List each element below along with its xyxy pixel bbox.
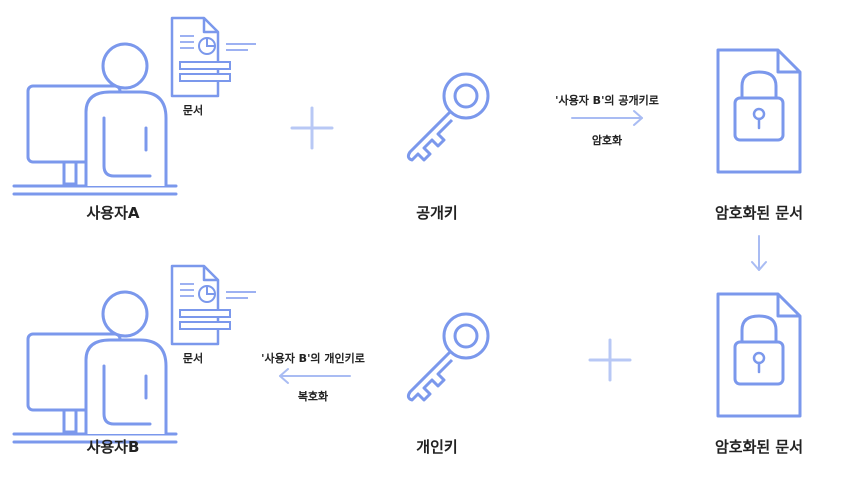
decrypt-text-1: '사용자 B'의 개인키로 xyxy=(261,352,365,365)
encrypted-document-icon-bottom xyxy=(716,292,802,418)
encrypt-text-2: 암호화 xyxy=(591,134,623,147)
encrypted-document-icon xyxy=(716,48,802,174)
down-arrow xyxy=(751,235,767,271)
user-b-label: 사용자B xyxy=(86,438,140,456)
decrypt-text-2: 복호화 xyxy=(297,390,329,403)
private-key-icon xyxy=(406,312,490,402)
private-key-label: 개인키 xyxy=(416,438,458,456)
decrypt-arrow xyxy=(279,368,351,384)
encrypted-doc-label-top: 암호화된 문서 xyxy=(714,204,804,222)
user-b-illustration xyxy=(12,264,258,444)
encrypt-arrow xyxy=(571,110,643,126)
plus-icon xyxy=(290,106,334,150)
encrypt-text-1: '사용자 B'의 공개키로 xyxy=(555,94,659,107)
encrypted-doc-label-bottom: 암호화된 문서 xyxy=(714,438,804,456)
user-a-illustration xyxy=(12,16,258,196)
doc-label-top: 문서 xyxy=(182,104,204,117)
user-a-label: 사용자A xyxy=(86,204,140,222)
public-key-icon xyxy=(406,72,490,162)
public-key-label: 공개키 xyxy=(416,204,458,222)
plus-icon-bottom xyxy=(588,338,632,382)
doc-label-bottom: 문서 xyxy=(182,352,204,365)
